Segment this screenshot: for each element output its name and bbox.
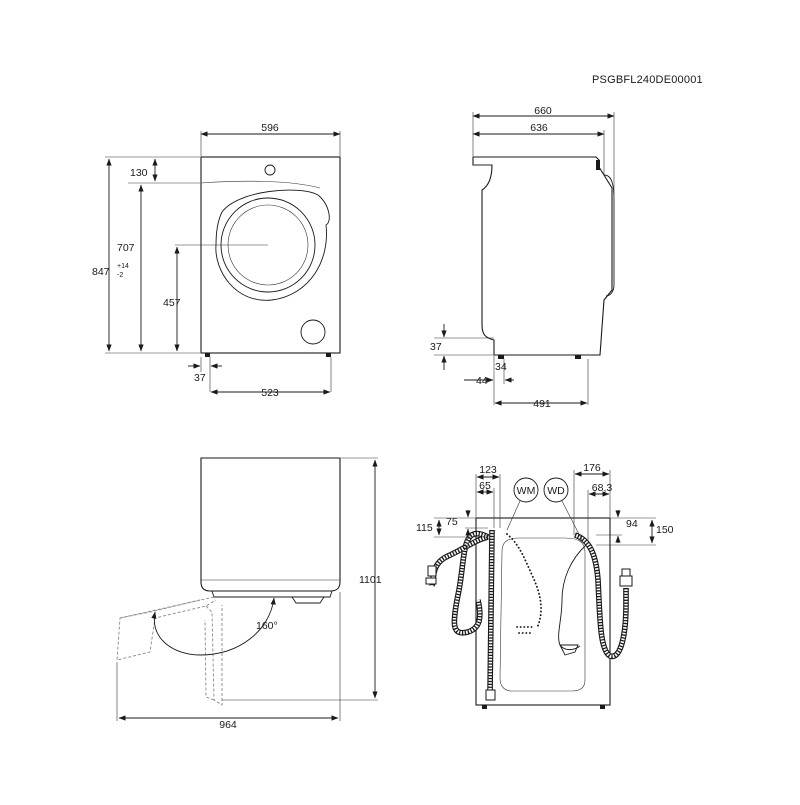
wd-badge [543, 477, 569, 503]
dim-rear-right-outer: 176 [583, 462, 601, 474]
side-cabinet [472, 156, 613, 356]
dim-side-total-depth: 660 [534, 105, 552, 117]
top-door-hinge [291, 596, 325, 604]
dim-top-total-height: 1101 [359, 574, 382, 586]
dim-front-tolerance-plus: +14 [117, 263, 129, 270]
dim-rear-right-inner: 68,3 [592, 482, 613, 494]
open-door-inner [204, 619, 215, 701]
drain-hose [425, 529, 496, 701]
side-view: 660 636 37 44 34 491 [430, 105, 615, 410]
open-door-left [116, 596, 217, 661]
open-door-top [119, 599, 201, 619]
front-view: 596 130 707 847 +14 -2 457 37 523 [92, 122, 341, 399]
dim-front-drum-height: 707 [117, 242, 135, 254]
dim-side-feet-depth: 491 [533, 398, 551, 410]
side-knob [596, 160, 600, 170]
dim-front-foot-offset: 37 [194, 372, 206, 384]
dim-side-foot-height: 37 [430, 341, 442, 353]
rear-foot-right [600, 705, 605, 709]
wd-water-path [558, 544, 587, 651]
rear-cabinet [475, 517, 611, 706]
front-panel-line [200, 180, 321, 189]
reference-code: PSGBFL240DE00001 [592, 74, 703, 86]
inlet-hose [573, 532, 633, 659]
dim-side-foot-offset: 44 [476, 375, 488, 387]
door-angle-arc [151, 597, 276, 656]
front-foot-left [205, 353, 210, 357]
rear-panel [499, 537, 586, 692]
side-door-bulge [603, 174, 615, 297]
dim-front-top-panel: 130 [130, 167, 148, 179]
dim-top-total-depth: 964 [219, 719, 237, 731]
dim-rear-left-height-outer: 115 [416, 522, 433, 534]
dim-rear-left-outer: 123 [479, 464, 497, 476]
rear-foot-left [482, 705, 487, 709]
dim-rear-right-height-outer: 150 [656, 524, 674, 536]
dim-rear-right-height-inner: 94 [626, 518, 638, 530]
wd-nozzle [559, 644, 579, 656]
filter-hatch [300, 319, 326, 345]
dim-front-total-height: 847 [92, 266, 110, 278]
top-door-base [211, 590, 333, 598]
dim-front-door-center: 457 [163, 297, 181, 309]
dim-side-body-depth: 636 [530, 122, 548, 134]
wm-badge [513, 477, 539, 503]
top-cabinet [200, 457, 341, 592]
side-foot-front [498, 355, 504, 359]
wm-spray [516, 626, 533, 634]
dim-rear-left-inner: 65 [479, 480, 491, 492]
wm-water-path [506, 533, 542, 629]
program-knob [264, 164, 276, 176]
label-wd: WD [547, 485, 565, 497]
dim-front-width: 596 [261, 122, 279, 134]
rear-view: WM WD 123 65 115 75 176 68,3 [416, 462, 674, 709]
dim-front-feet-span: 523 [261, 387, 279, 399]
dim-front-tolerance-minus: -2 [117, 272, 123, 279]
front-foot-right [326, 353, 331, 357]
dim-rear-left-height-inner: 75 [446, 516, 458, 528]
label-wm: WM [517, 485, 536, 497]
dim-door-angle: 160° [256, 620, 278, 632]
side-foot-rear [575, 355, 581, 359]
top-view-door-open: 160° 1101 964 [116, 457, 382, 731]
dim-side-foot-width: 34 [495, 361, 507, 373]
